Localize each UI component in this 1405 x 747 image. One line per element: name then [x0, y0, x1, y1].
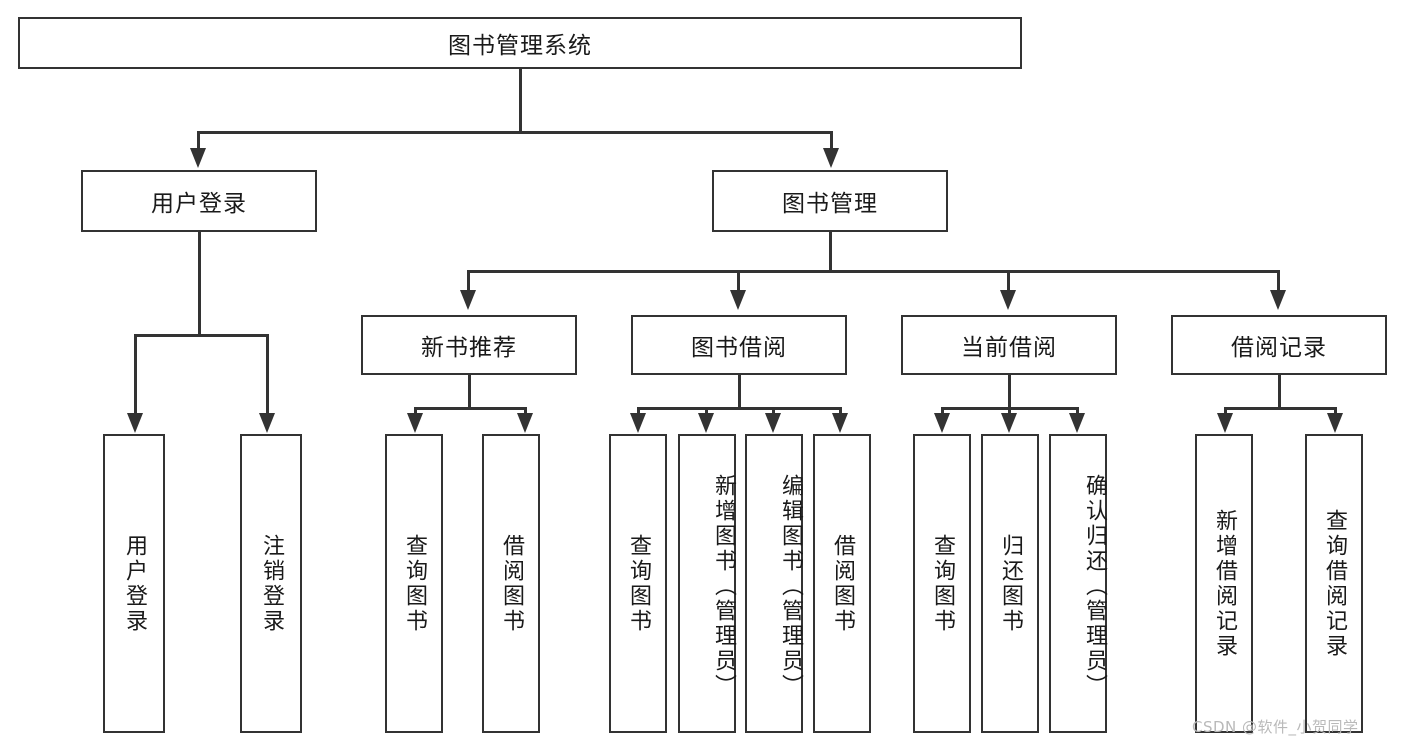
connector-bb-stem [738, 375, 741, 409]
arrow-to-bb-add-book [698, 413, 714, 433]
arrow-to-borrow-record [1270, 290, 1286, 310]
connector-bb-bus [637, 407, 841, 410]
connector-nbr-right-drop [524, 407, 527, 417]
node-label: 查询图书 [402, 533, 427, 634]
arrow-to-new-book-recommend [460, 290, 476, 310]
connector-bm-to-borrow-record [1277, 270, 1280, 292]
arrow-to-bb-edit-book [765, 413, 781, 433]
leaf-bb-query-book[interactable]: 查询图书 [609, 434, 667, 733]
connector-br-bus [1224, 407, 1336, 410]
connector-cb-stem [1008, 375, 1011, 409]
leaf-br-add-record[interactable]: 新增借阅记录 [1195, 434, 1253, 733]
connector-root-to-user-login [197, 131, 200, 151]
arrow-to-br-add-record [1217, 413, 1233, 433]
node-borrow-record[interactable]: 借阅记录 [1171, 315, 1387, 375]
node-label: 图书管理系统 [448, 33, 592, 59]
leaf-bb-edit-book[interactable]: 编辑图书（管理员） [745, 434, 803, 733]
node-new-book-recommend[interactable]: 新书推荐 [361, 315, 577, 375]
connector-cb-drop-3 [1076, 407, 1079, 417]
connector-root-bus [197, 131, 832, 134]
connector-bm-to-new-book [467, 270, 470, 292]
connector-bb-drop-4 [839, 407, 842, 417]
arrow-to-logout-leaf [259, 413, 275, 433]
arrow-to-user-login [190, 148, 206, 168]
connector-bb-drop-2 [705, 407, 708, 417]
connector-nbr-bus [414, 407, 526, 410]
leaf-nbr-borrow-book[interactable]: 借阅图书 [482, 434, 540, 733]
node-label: 图书管理 [782, 191, 878, 217]
node-label: 借阅记录 [1231, 335, 1327, 361]
connector-bm-to-current-borrow [1007, 270, 1010, 292]
arrow-to-bb-query-book [630, 413, 646, 433]
connector-nbr-left-drop [414, 407, 417, 417]
connector-br-left-drop [1224, 407, 1227, 417]
node-label: 编辑图书（管理员） [778, 474, 803, 699]
connector-bb-drop-1 [637, 407, 640, 417]
arrow-to-bb-borrow-book [832, 413, 848, 433]
node-label: 新增图书（管理员） [711, 474, 736, 699]
connector-user-login-left-drop [134, 334, 137, 416]
node-label: 新增借阅记录 [1212, 508, 1237, 659]
node-book-management[interactable]: 图书管理 [712, 170, 948, 232]
leaf-logout[interactable]: 注销登录 [240, 434, 302, 733]
leaf-bb-borrow-book[interactable]: 借阅图书 [813, 434, 871, 733]
connector-nbr-stem [468, 375, 471, 409]
arrow-to-nbr-query-book [407, 413, 423, 433]
leaf-cb-return-book[interactable]: 归还图书 [981, 434, 1039, 733]
connector-user-login-bus [134, 334, 268, 337]
arrow-to-book-borrow [730, 290, 746, 310]
connector-cb-drop-1 [941, 407, 944, 417]
node-label: 新书推荐 [421, 335, 517, 361]
node-label: 图书借阅 [691, 335, 787, 361]
node-user-login[interactable]: 用户登录 [81, 170, 317, 232]
connector-book-management-stem [829, 232, 832, 272]
node-label: 查询图书 [930, 533, 955, 634]
leaf-user-login[interactable]: 用户登录 [103, 434, 165, 733]
node-label: 借阅图书 [499, 533, 524, 634]
connector-br-stem [1278, 375, 1281, 409]
leaf-cb-query-book[interactable]: 查询图书 [913, 434, 971, 733]
arrow-to-cb-query-book [934, 413, 950, 433]
connector-user-login-right-drop [266, 334, 269, 416]
leaf-br-query-record[interactable]: 查询借阅记录 [1305, 434, 1363, 733]
node-label: 用户登录 [151, 191, 247, 217]
connector-root-stem [519, 69, 522, 133]
leaf-cb-confirm-return[interactable]: 确认归还（管理员） [1049, 434, 1107, 733]
node-current-borrow[interactable]: 当前借阅 [901, 315, 1117, 375]
node-book-borrow[interactable]: 图书借阅 [631, 315, 847, 375]
connector-bm-to-book-borrow [737, 270, 740, 292]
arrow-to-user-login-leaf [127, 413, 143, 433]
leaf-nbr-query-book[interactable]: 查询图书 [385, 434, 443, 733]
arrow-to-cb-return-book [1001, 413, 1017, 433]
arrow-to-br-query-record [1327, 413, 1343, 433]
node-label: 用户登录 [122, 533, 147, 634]
node-label: 确认归还（管理员） [1082, 474, 1107, 699]
node-label: 当前借阅 [961, 335, 1057, 361]
node-label: 查询图书 [626, 533, 651, 634]
node-label: 注销登录 [259, 533, 284, 634]
connector-cb-drop-2 [1008, 407, 1011, 417]
connector-user-login-stem [198, 232, 201, 336]
node-label: 归还图书 [998, 533, 1023, 634]
arrow-to-current-borrow [1000, 290, 1016, 310]
node-label: 借阅图书 [830, 533, 855, 634]
arrow-to-cb-confirm-return [1069, 413, 1085, 433]
connector-br-right-drop [1334, 407, 1337, 417]
arrow-to-nbr-borrow-book [517, 413, 533, 433]
connector-book-management-bus [467, 270, 1279, 273]
connector-bb-drop-3 [772, 407, 775, 417]
node-label: 查询借阅记录 [1322, 508, 1347, 659]
leaf-bb-add-book[interactable]: 新增图书（管理员） [678, 434, 736, 733]
connector-root-to-book-management [830, 131, 833, 151]
node-root-book-management-system[interactable]: 图书管理系统 [18, 17, 1022, 69]
arrow-to-book-management [823, 148, 839, 168]
